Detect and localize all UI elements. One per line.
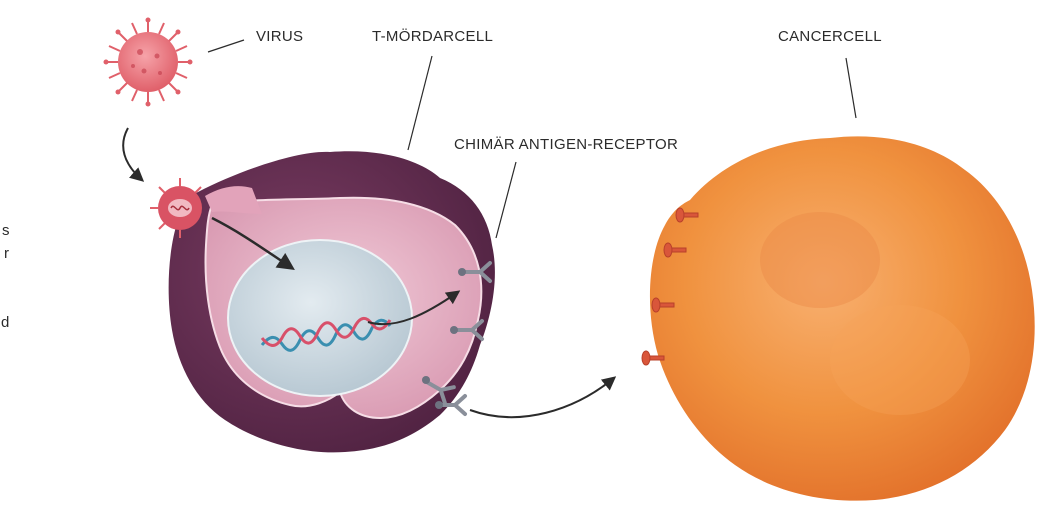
- edge-text-fragment: d: [1, 314, 9, 332]
- virus-particle: [104, 18, 193, 107]
- cell-nucleus: [228, 240, 412, 396]
- t-killer-cell-label: T-MÖRDARCELL: [372, 28, 493, 46]
- cancer-cell-label: CANCERCELL: [778, 28, 882, 46]
- t-killer-cell: [169, 151, 495, 452]
- edge-text-fragment: r: [4, 245, 9, 263]
- car-label: CHIMÄR ANTIGEN-RECEPTOR: [454, 136, 678, 154]
- virus-label: VIRUS: [256, 28, 303, 46]
- edge-text-fragment: s: [2, 222, 10, 240]
